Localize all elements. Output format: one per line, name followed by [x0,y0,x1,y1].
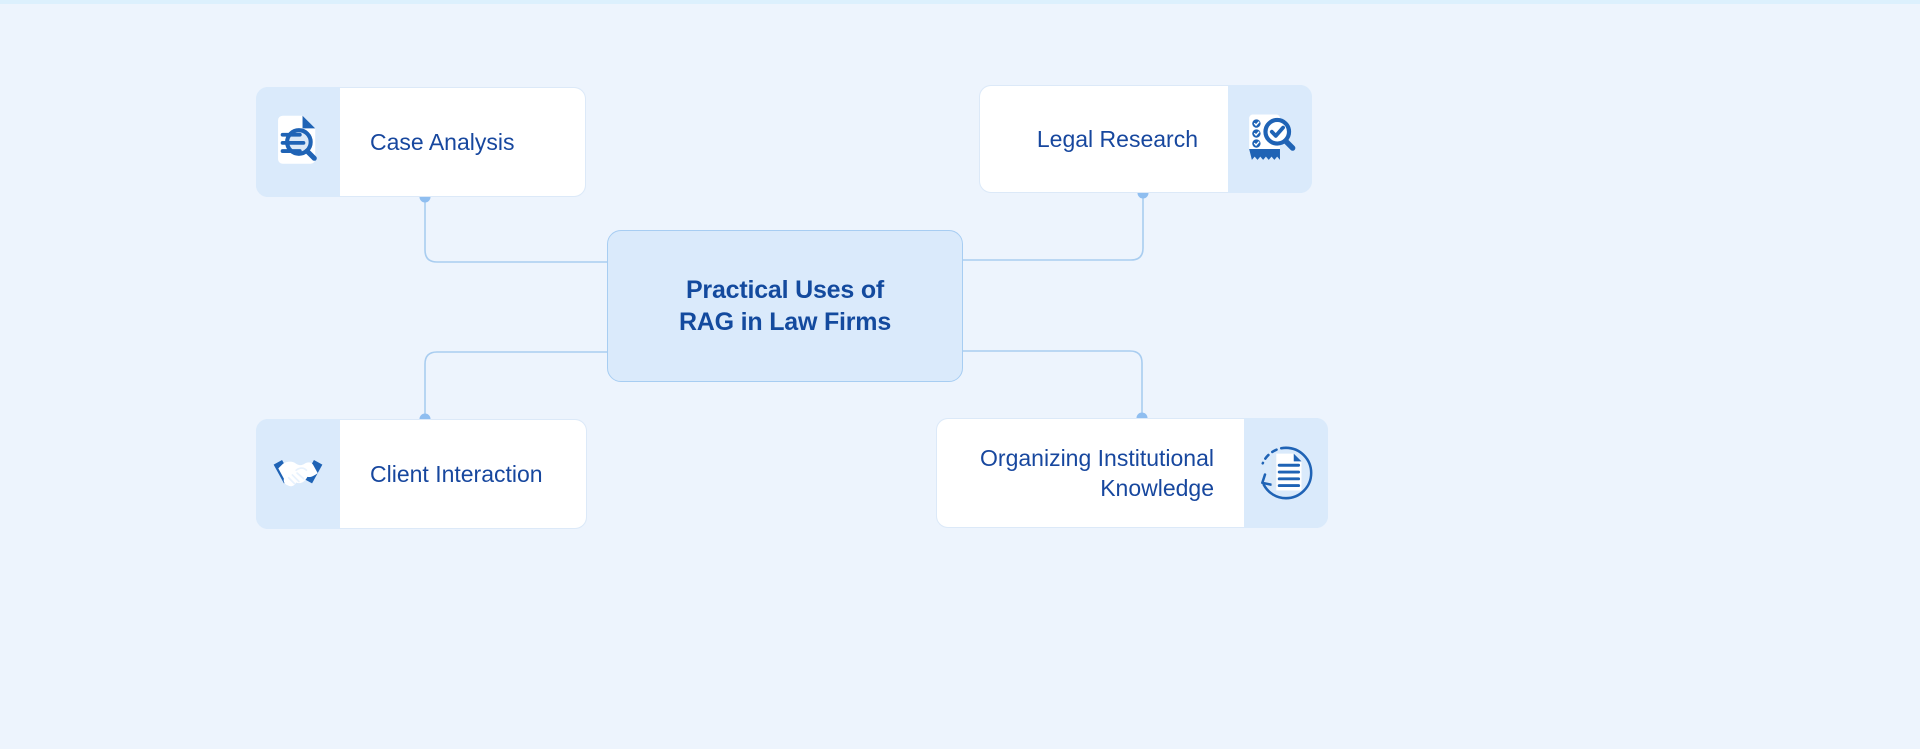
handshake-icon [273,459,323,487]
card-body-org-knowledge: Organizing Institutional Knowledge [936,418,1244,528]
card-label-org-knowledge: Organizing Institutional Knowledge [980,444,1214,501]
connector-case-analysis [424,197,607,263]
card-label-case-analysis: Case Analysis [370,128,515,155]
icon-panel-org-knowledge [1244,418,1328,528]
icon-panel-case-analysis [256,87,340,197]
card-case-analysis[interactable]: Case Analysis [256,87,586,197]
card-label-legal-research: Legal Research [1036,125,1198,152]
center-node-title: Practical Uses of RAG in Law Firms [678,276,892,336]
card-label-client-interaction: Client Interaction [370,460,543,487]
card-client-interaction[interactable]: Client Interaction [256,419,587,529]
connector-client-interaction [424,351,607,419]
top-edge-strip [0,0,1920,4]
card-body-client-interaction: Client Interaction [340,419,587,529]
card-body-case-analysis: Case Analysis [340,87,586,197]
icon-panel-client-interaction [256,419,340,529]
connector-legal-research [963,193,1144,261]
center-node[interactable]: Practical Uses of RAG in Law Firms [607,230,963,382]
icon-panel-legal-research [1228,85,1312,193]
document-refresh-icon [1261,446,1313,500]
checklist-magnifier-icon [1249,114,1296,160]
card-legal-research[interactable]: Legal Research [979,85,1312,193]
document-magnifier-icon [278,115,317,164]
card-org-knowledge[interactable]: Organizing Institutional Knowledge [936,418,1328,528]
card-body-legal-research: Legal Research [979,85,1228,193]
connector-org-knowledge [963,350,1143,418]
